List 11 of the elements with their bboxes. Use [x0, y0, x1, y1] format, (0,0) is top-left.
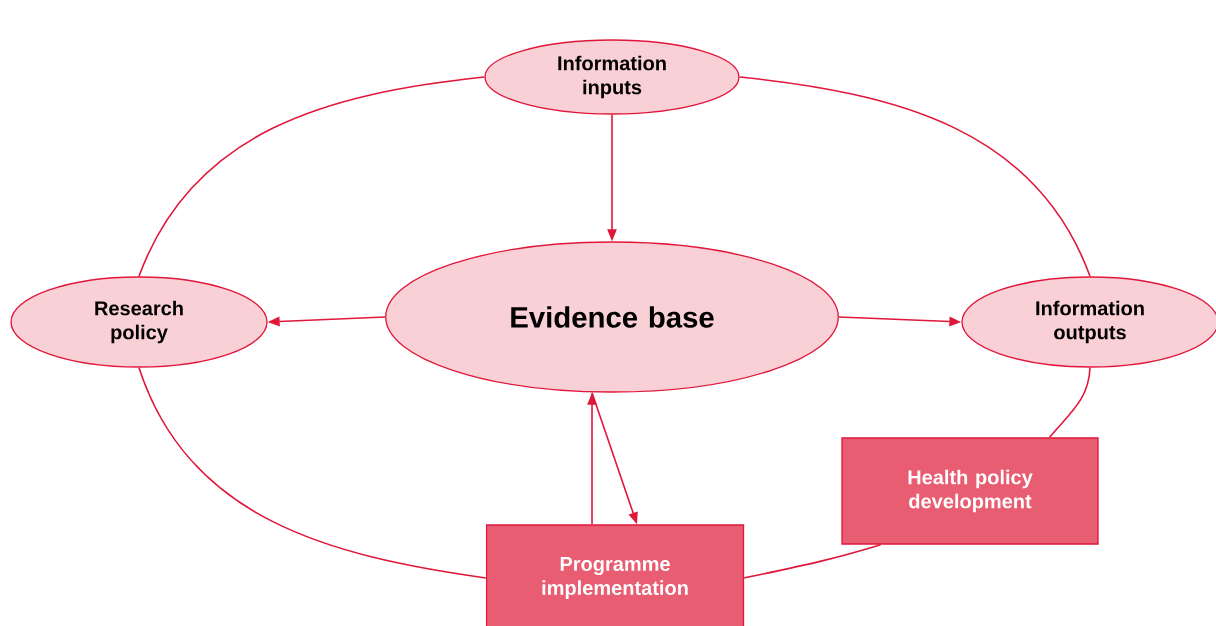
ellipse-node: Information outputs: [961, 276, 1216, 368]
process-box: Programme implementation: [485, 524, 745, 626]
connector-line: [1048, 366, 1091, 439]
connector-line: [738, 76, 1091, 278]
process-box: Health policy development: [841, 437, 1099, 545]
ellipse-node: Information inputs: [484, 39, 740, 115]
connector-line: [138, 76, 486, 278]
connector-line: [138, 366, 487, 579]
connector-line: [743, 543, 882, 579]
ellipse-node: Research policy: [10, 276, 268, 368]
ellipse-node: Evidence base: [385, 241, 839, 393]
